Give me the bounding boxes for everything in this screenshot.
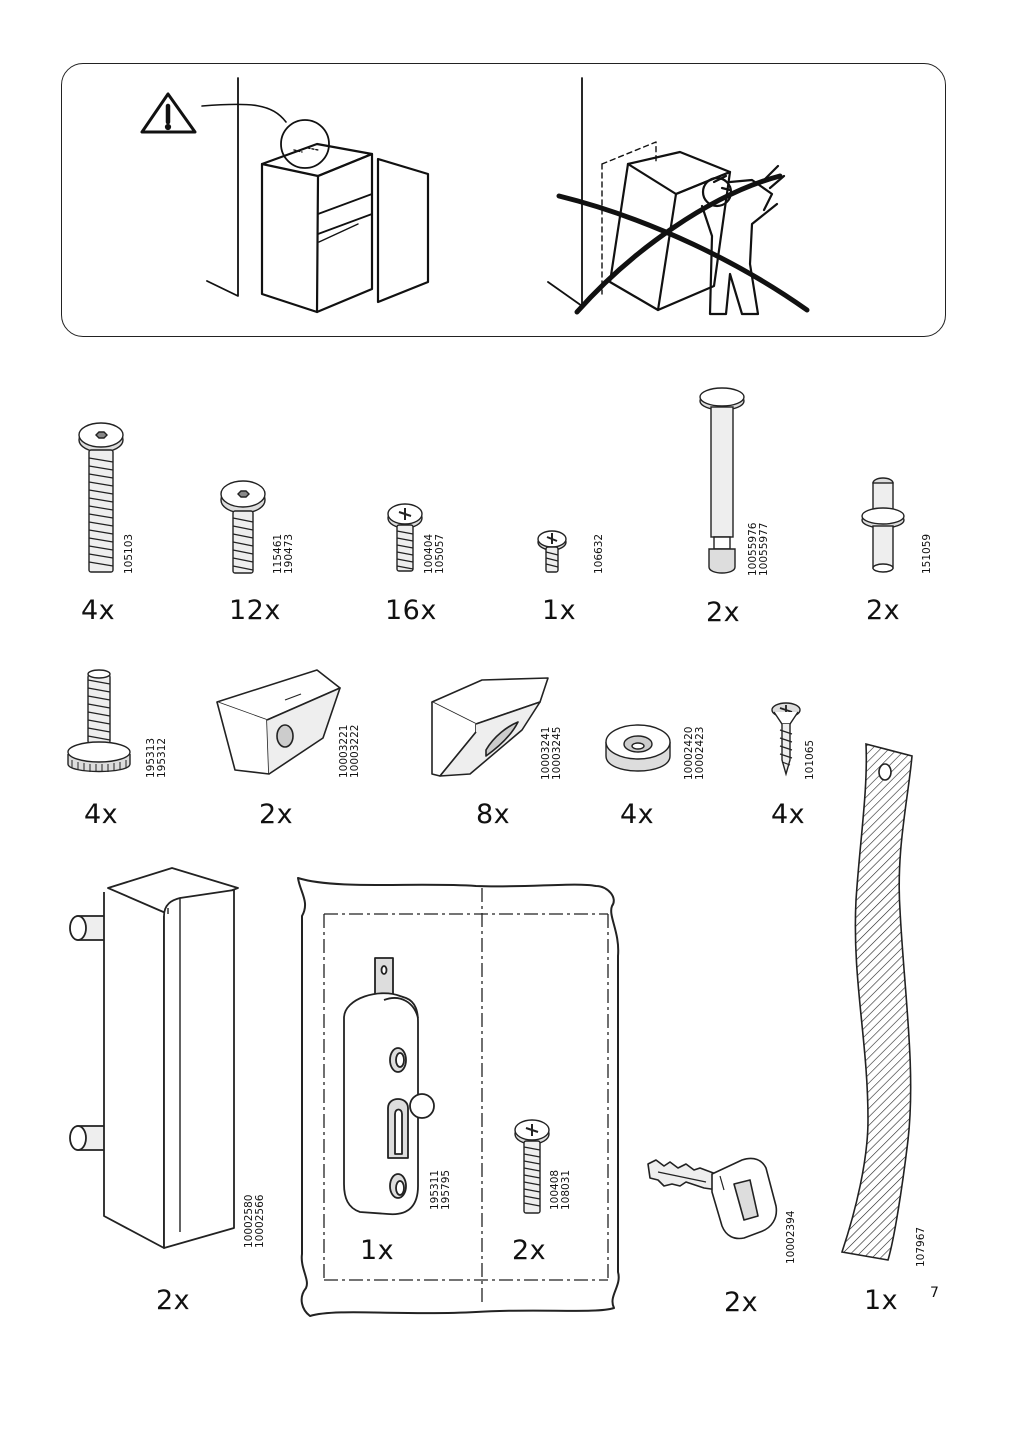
quantity-label: 16x — [385, 595, 437, 626]
article-number: 10002420 10002423 — [683, 726, 706, 780]
part-cap-washer: 10002420 10002423 4x — [604, 722, 714, 834]
quantity-label: 1x — [542, 595, 577, 626]
article-number: 100408 108031 — [549, 1169, 572, 1210]
part-shelf-pin: 151059 2x — [856, 474, 946, 630]
quantity-label: 2x — [259, 799, 294, 830]
part-key: 10002394 2x — [646, 1150, 806, 1320]
article-number: 10003241 10003245 — [540, 726, 563, 780]
part-handle: 10002580 10002566 2x — [68, 867, 278, 1320]
part-screw-medium: 100404 105057 16x — [375, 498, 465, 630]
quantity-label: 12x — [229, 595, 281, 626]
part-lock-screw: 100408 108031 2x — [506, 1119, 586, 1290]
article-number: 195311 195795 — [429, 1169, 452, 1210]
article-number: 107967 — [915, 1226, 927, 1267]
part-wall-strap: 107967 1x — [838, 740, 948, 1320]
cabinet-tipping-illustration — [608, 150, 786, 316]
part-adjustable-foot: 195313 195312 4x — [60, 668, 180, 834]
quantity-label: 1x — [864, 1285, 899, 1316]
quantity-label: 2x — [512, 1235, 547, 1266]
part-lock: 195311 195795 1x — [340, 957, 500, 1288]
warning-triangle-icon — [140, 92, 197, 134]
article-number: 195313 195312 — [145, 737, 168, 778]
page-number: 7 — [930, 1285, 939, 1301]
quantity-label: 4x — [620, 799, 655, 830]
quantity-label: 4x — [84, 799, 119, 830]
quantity-label: 1x — [360, 1235, 395, 1266]
article-number: 151059 — [921, 533, 933, 574]
crossed-out-icon — [556, 173, 810, 315]
part-bracket-b: 10003241 10003245 8x — [430, 676, 580, 834]
quantity-label: 4x — [81, 595, 116, 626]
quantity-label: 2x — [866, 595, 901, 626]
part-screw-small: 106632 1x — [530, 528, 610, 630]
quantity-label: 4x — [771, 799, 806, 830]
quantity-label: 8x — [476, 799, 511, 830]
article-number: 115461 190473 — [272, 533, 295, 574]
article-number: 105103 — [123, 533, 135, 574]
article-number: 10002580 10002566 — [243, 1194, 266, 1248]
cabinet-anchored-illustration — [260, 142, 430, 314]
part-wood-screw: 101065 4x — [765, 700, 835, 834]
wall-anchoring-warning-panel — [61, 63, 946, 337]
part-dowel-pin: 10055976 10055977 2x — [690, 387, 790, 630]
part-bolt-short: 115461 190473 12x — [208, 470, 308, 630]
article-number: 101065 — [804, 739, 816, 780]
quantity-label: 2x — [156, 1285, 191, 1316]
article-number: 100404 105057 — [423, 533, 446, 574]
article-number: 10002394 — [785, 1210, 797, 1264]
quantity-label: 2x — [706, 597, 741, 628]
part-bolt-large: 105103 4x — [58, 418, 158, 628]
article-number: 10055976 10055977 — [747, 522, 770, 576]
quantity-label: 2x — [724, 1287, 759, 1318]
fittings-bag: 195311 195795 1x 100408 108031 2x — [296, 876, 626, 1320]
article-number: 10003221 10003222 — [338, 724, 361, 778]
article-number: 106632 — [593, 533, 605, 574]
part-bracket-a: 10003221 10003222 2x — [215, 662, 375, 834]
